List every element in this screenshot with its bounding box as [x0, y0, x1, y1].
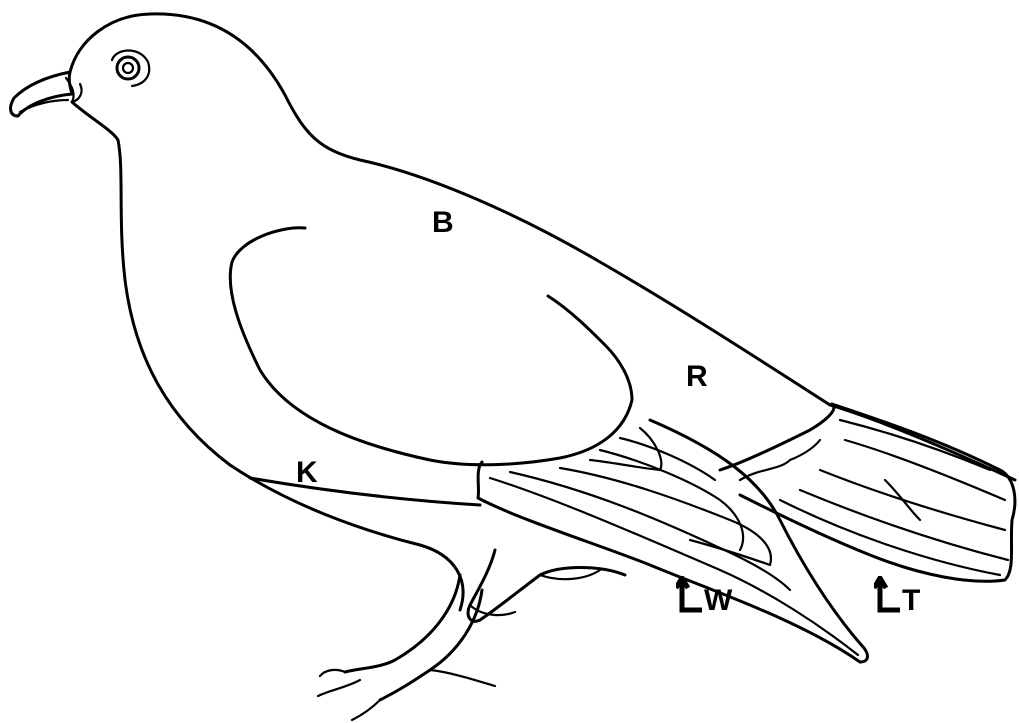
eye-icon	[117, 57, 139, 79]
wing-pointer: W	[676, 576, 732, 616]
leg-far	[468, 550, 625, 621]
label-keel: K	[296, 458, 318, 488]
foot-far-toes	[470, 570, 600, 615]
label-rump: R	[686, 362, 708, 392]
bent-up-arrow-icon	[676, 576, 702, 616]
eye-pupil	[123, 63, 133, 73]
belly-outline	[250, 478, 480, 505]
label-wing: W	[704, 586, 732, 616]
wing-shoulder	[548, 296, 605, 345]
bent-up-arrow-icon	[874, 576, 900, 616]
body-outline-front	[72, 102, 463, 610]
wing-feather-6	[590, 428, 661, 470]
tail-feather-6	[885, 480, 920, 520]
label-back: B	[432, 208, 454, 238]
leg-near-back	[380, 590, 482, 700]
foot-near-toes	[318, 670, 495, 720]
tail-feather-2	[845, 440, 1005, 500]
body-outline-back	[70, 14, 1015, 480]
tail-feather-3	[820, 470, 1005, 530]
label-tail: T	[902, 586, 920, 616]
leg-near	[345, 575, 460, 672]
beak	[11, 72, 72, 116]
tail-coverts	[720, 404, 834, 470]
beak-gape	[20, 100, 68, 112]
tail-pointer: T	[874, 576, 920, 616]
wing-coverts	[230, 228, 632, 465]
wing-feather-2	[510, 472, 790, 590]
cere	[66, 78, 82, 102]
